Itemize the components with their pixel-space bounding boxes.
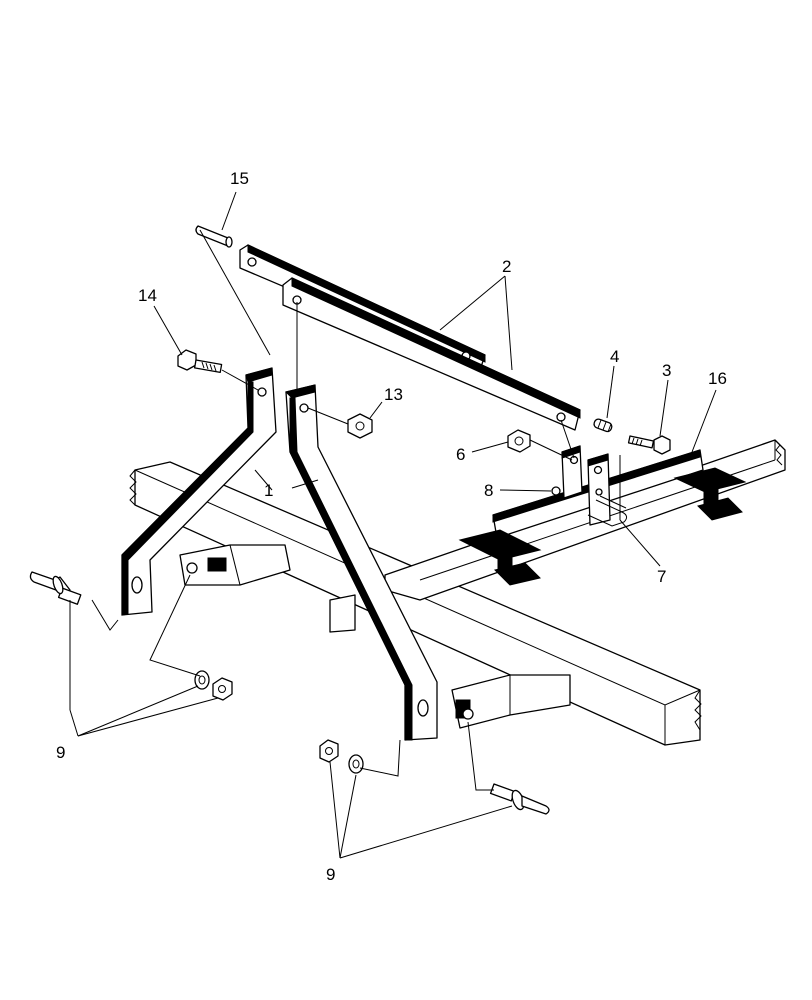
callout-1: 1 bbox=[264, 481, 273, 500]
callout-13: 13 bbox=[384, 385, 403, 404]
bolt-3 bbox=[627, 435, 671, 455]
callout-8: 8 bbox=[484, 481, 493, 500]
hitch-bracket-right bbox=[451, 674, 571, 729]
washer-8 bbox=[551, 486, 561, 496]
pin-15 bbox=[195, 225, 233, 248]
hitch-pin-left bbox=[29, 571, 82, 605]
a-frame-upright-right bbox=[285, 384, 438, 741]
callout-2: 2 bbox=[502, 257, 511, 276]
callout-9-right: 9 bbox=[326, 865, 335, 884]
main-frame-beam bbox=[129, 461, 702, 746]
pin-4 bbox=[593, 418, 613, 433]
bracket-plate-b bbox=[587, 453, 611, 526]
callout-3: 3 bbox=[662, 361, 671, 380]
hitch-pin-right bbox=[489, 783, 550, 815]
u-bolt bbox=[587, 495, 628, 527]
washer-nut-left bbox=[194, 670, 233, 701]
callout-6: 6 bbox=[456, 445, 465, 464]
callout-7: 7 bbox=[657, 567, 666, 586]
nut-6 bbox=[507, 429, 531, 453]
clamp-plate-right bbox=[673, 467, 747, 521]
callout-15: 15 bbox=[230, 169, 249, 188]
washer-nut-right bbox=[319, 739, 364, 774]
cross-frame-tube bbox=[384, 439, 786, 601]
hitch-bracket-left bbox=[179, 544, 291, 586]
clamp-plate-left bbox=[458, 529, 542, 586]
frame-post bbox=[329, 594, 356, 633]
callout-9-left: 9 bbox=[56, 743, 65, 762]
top-link-bar-lower bbox=[282, 277, 581, 431]
callout-4: 4 bbox=[610, 347, 619, 366]
bracket-plate-a bbox=[561, 445, 583, 499]
a-frame-upright-left bbox=[121, 367, 277, 616]
bolt-14 bbox=[177, 349, 223, 374]
nut-13 bbox=[347, 413, 373, 439]
callout-14: 14 bbox=[138, 286, 157, 305]
leader-lines bbox=[69, 191, 717, 859]
callout-16: 16 bbox=[708, 369, 727, 388]
